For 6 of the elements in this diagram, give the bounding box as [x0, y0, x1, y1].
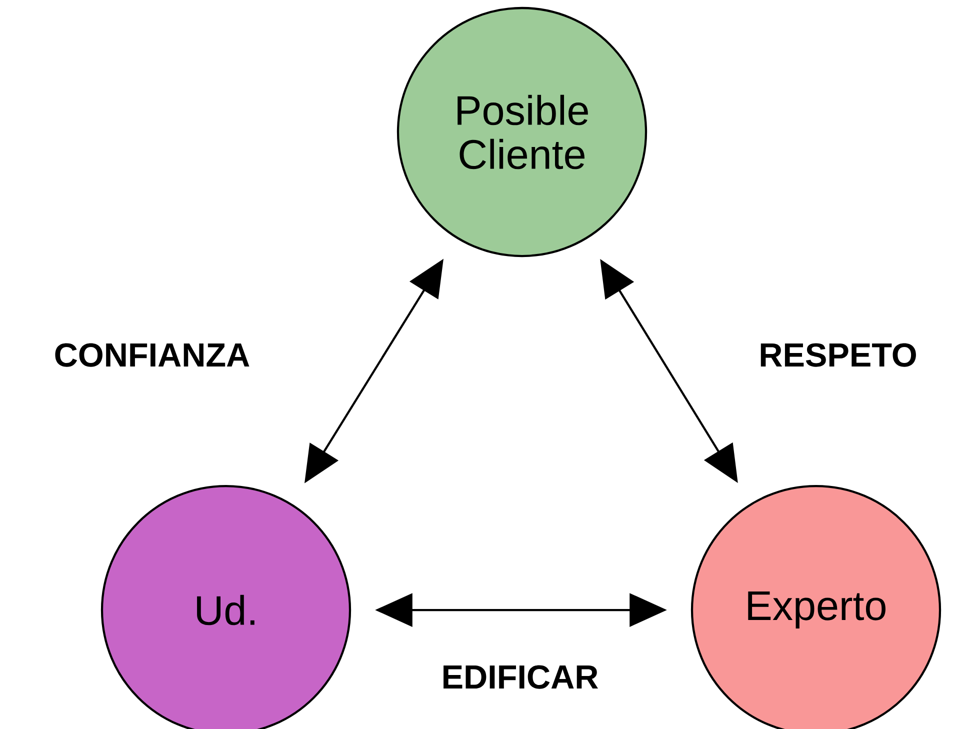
- circle-node: Posible Cliente: [396, 6, 648, 258]
- circle-node: Experto: [690, 484, 942, 729]
- edge-label: RESPETO: [757, 342, 919, 368]
- edge-label: CONFIANZA: [52, 342, 252, 368]
- edge-label: EDIFICAR: [440, 664, 600, 690]
- circle-node: Ud.: [100, 484, 352, 729]
